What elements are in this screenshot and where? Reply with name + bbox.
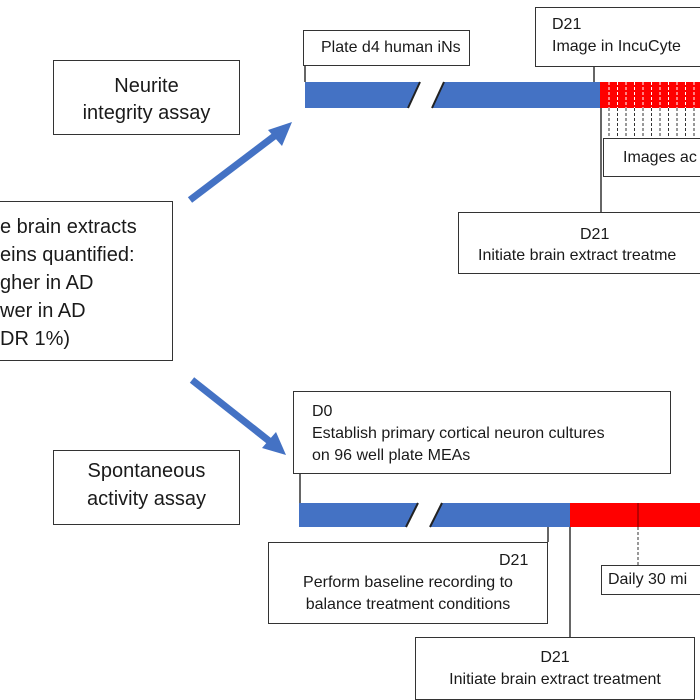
spont-d21-treat-text: Initiate brain extract treatment	[449, 671, 661, 688]
spont-timeline-break	[405, 502, 443, 528]
neurite-assay-label-line-2: integrity assay	[82, 102, 211, 124]
left-line-5: DR 1%)	[0, 328, 71, 350]
neurite-d21-image-text: Image in IncuCyte	[552, 38, 681, 55]
neurite-timeline-break	[407, 81, 445, 109]
spont-daily-label: Daily 30 mi	[608, 571, 688, 588]
spont-d0-line-1: Establish primary cortical neuron cultur…	[312, 425, 605, 442]
arrow-to-neurite	[187, 125, 288, 203]
spont-d0-day: D0	[312, 403, 333, 420]
spont-baseline-box	[268, 542, 548, 624]
spont-daily-box	[601, 565, 700, 595]
neurite-d21-treat-text: Initiate brain extract treatme	[478, 247, 677, 264]
left-line-1: e brain extracts	[0, 216, 137, 238]
neurite-images-box	[603, 138, 700, 177]
spont-assay-label-box	[53, 450, 240, 525]
spont-assay-label-line-2: activity assay	[87, 488, 206, 510]
spont-baseline-line-2: balance treatment conditions	[305, 596, 511, 613]
neurite-plate-label: Plate d4 human iNs	[321, 39, 461, 56]
arrowhead-spontaneous	[262, 432, 286, 455]
neurite-d21-treat-day: D21	[580, 226, 610, 243]
spont-d0-box	[293, 391, 671, 474]
left-line-3: gher in AD	[0, 272, 94, 294]
neurite-d21-treat-box	[458, 212, 700, 274]
spont-baseline-day: D21	[499, 552, 529, 569]
neurite-assay-label-box	[53, 60, 240, 135]
spont-baseline-line-1: Perform baseline recording to	[303, 574, 513, 591]
neurite-treatment-bar	[600, 82, 700, 108]
neurite-plate-box	[303, 30, 470, 66]
neurite-d21-image-box	[535, 7, 700, 67]
neurite-images-label: Images ac	[623, 149, 697, 166]
arrowhead-neurite	[268, 122, 292, 146]
spont-treatment-bar	[570, 503, 700, 527]
left-line-4: wer in AD	[0, 300, 86, 322]
left-line-2: eins quantified:	[0, 244, 135, 266]
spont-d21-treat-day: D21	[540, 649, 570, 666]
spont-d21-treat-box	[415, 637, 695, 700]
left-summary-box	[0, 201, 173, 361]
neurite-d21-image-day: D21	[552, 16, 582, 33]
arrow-to-spontaneous	[189, 377, 281, 451]
spont-assay-label-line-1: Spontaneous	[87, 460, 206, 482]
neurite-assay-label-line-1: Neurite	[114, 75, 179, 97]
neurite-baseline-bar	[305, 82, 600, 108]
neurite-image-ticks	[608, 82, 695, 138]
spont-d0-line-2: on 96 well plate MEAs	[312, 447, 471, 464]
